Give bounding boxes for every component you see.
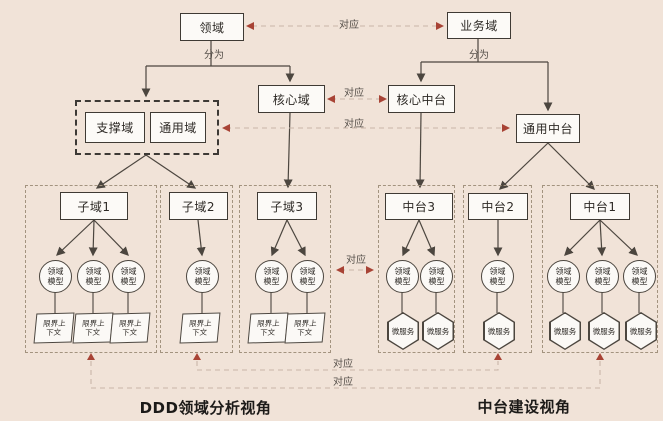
domain-model-circle: 领域模型 xyxy=(547,260,580,293)
node-platform-3: 中台3 xyxy=(385,193,453,220)
node-supporting-domain: 支撑域 xyxy=(85,112,145,143)
microservice-hexagon: 微服务 xyxy=(588,312,620,350)
microservice-hexagon: 微服务 xyxy=(625,312,657,350)
bounded-context-box: 限界上下文 xyxy=(72,312,114,344)
node-business-domain: 业务域 xyxy=(447,12,511,39)
domain-model-circle: 领域模型 xyxy=(623,260,656,293)
edge-label-divided-into-right: 分为 xyxy=(469,50,489,61)
node-subdomain-3: 子域3 xyxy=(257,192,317,220)
domain-model-circle: 领域模型 xyxy=(186,260,219,293)
domain-model-circle: 领域模型 xyxy=(291,260,324,293)
bounded-context-box: 限界上下文 xyxy=(247,312,289,344)
title-platform-construction-view: 中台建设视角 xyxy=(477,398,571,416)
domain-model-circle: 领域模型 xyxy=(386,260,419,293)
bounded-context-box: 限界上下文 xyxy=(33,312,75,344)
microservice-hexagon: 微服务 xyxy=(387,312,419,350)
microservice-hexagon: 微服务 xyxy=(483,312,515,350)
node-platform-1: 中台1 xyxy=(570,193,630,220)
group-platform-3 xyxy=(378,185,455,353)
title-ddd-analysis-view: DDD领域分析视角 xyxy=(139,399,272,417)
container-non-core-domains xyxy=(75,100,219,155)
edge-label-correspond-bottom-1: 对应 xyxy=(333,359,353,370)
domain-model-circle: 领域模型 xyxy=(77,260,110,293)
red-arrowheads xyxy=(87,22,604,360)
correspond-dashed-lines xyxy=(90,25,601,389)
bounded-context-box: 限界上下文 xyxy=(179,312,221,344)
bounded-context-box: 限界上下文 xyxy=(109,312,151,344)
shape-stem-lines xyxy=(54,292,640,313)
domain-model-circle: 领域模型 xyxy=(481,260,514,293)
group-subdomain-3 xyxy=(239,185,331,353)
microservice-hexagon: 微服务 xyxy=(549,312,581,350)
domain-model-circle: 领域模型 xyxy=(39,260,72,293)
group-subdomain-1 xyxy=(25,185,157,353)
edge-label-divided-into-left: 分为 xyxy=(204,50,224,61)
group-subdomain-2 xyxy=(160,185,233,353)
edge-label-correspond-bottom-2: 对应 xyxy=(333,377,353,388)
microservice-hexagon: 微服务 xyxy=(422,312,454,350)
node-generic-platform: 通用中台 xyxy=(516,114,580,143)
domain-model-circle: 领域模型 xyxy=(255,260,288,293)
node-subdomain-1: 子域1 xyxy=(60,192,128,220)
node-core-domain: 核心域 xyxy=(258,85,325,113)
bottom-margin xyxy=(0,421,663,428)
tree-arrows xyxy=(56,38,638,257)
bounded-context-box: 限界上下文 xyxy=(284,312,326,344)
node-generic-domain: 通用域 xyxy=(150,112,206,143)
edge-label-correspond-core: 对应 xyxy=(344,88,364,99)
edge-label-correspond-generic: 对应 xyxy=(344,119,364,130)
domain-model-circle: 领域模型 xyxy=(112,260,145,293)
domain-model-circle: 领域模型 xyxy=(586,260,619,293)
edge-label-correspond-top: 对应 xyxy=(339,20,359,31)
group-platform-1 xyxy=(542,185,658,353)
node-platform-2: 中台2 xyxy=(468,193,528,220)
node-domain: 领域 xyxy=(180,13,244,41)
domain-model-circle: 领域模型 xyxy=(420,260,453,293)
node-core-platform: 核心中台 xyxy=(388,85,455,113)
group-platform-2 xyxy=(463,185,532,353)
edge-label-correspond-middle: 对应 xyxy=(346,255,366,266)
node-subdomain-2: 子域2 xyxy=(169,192,228,220)
